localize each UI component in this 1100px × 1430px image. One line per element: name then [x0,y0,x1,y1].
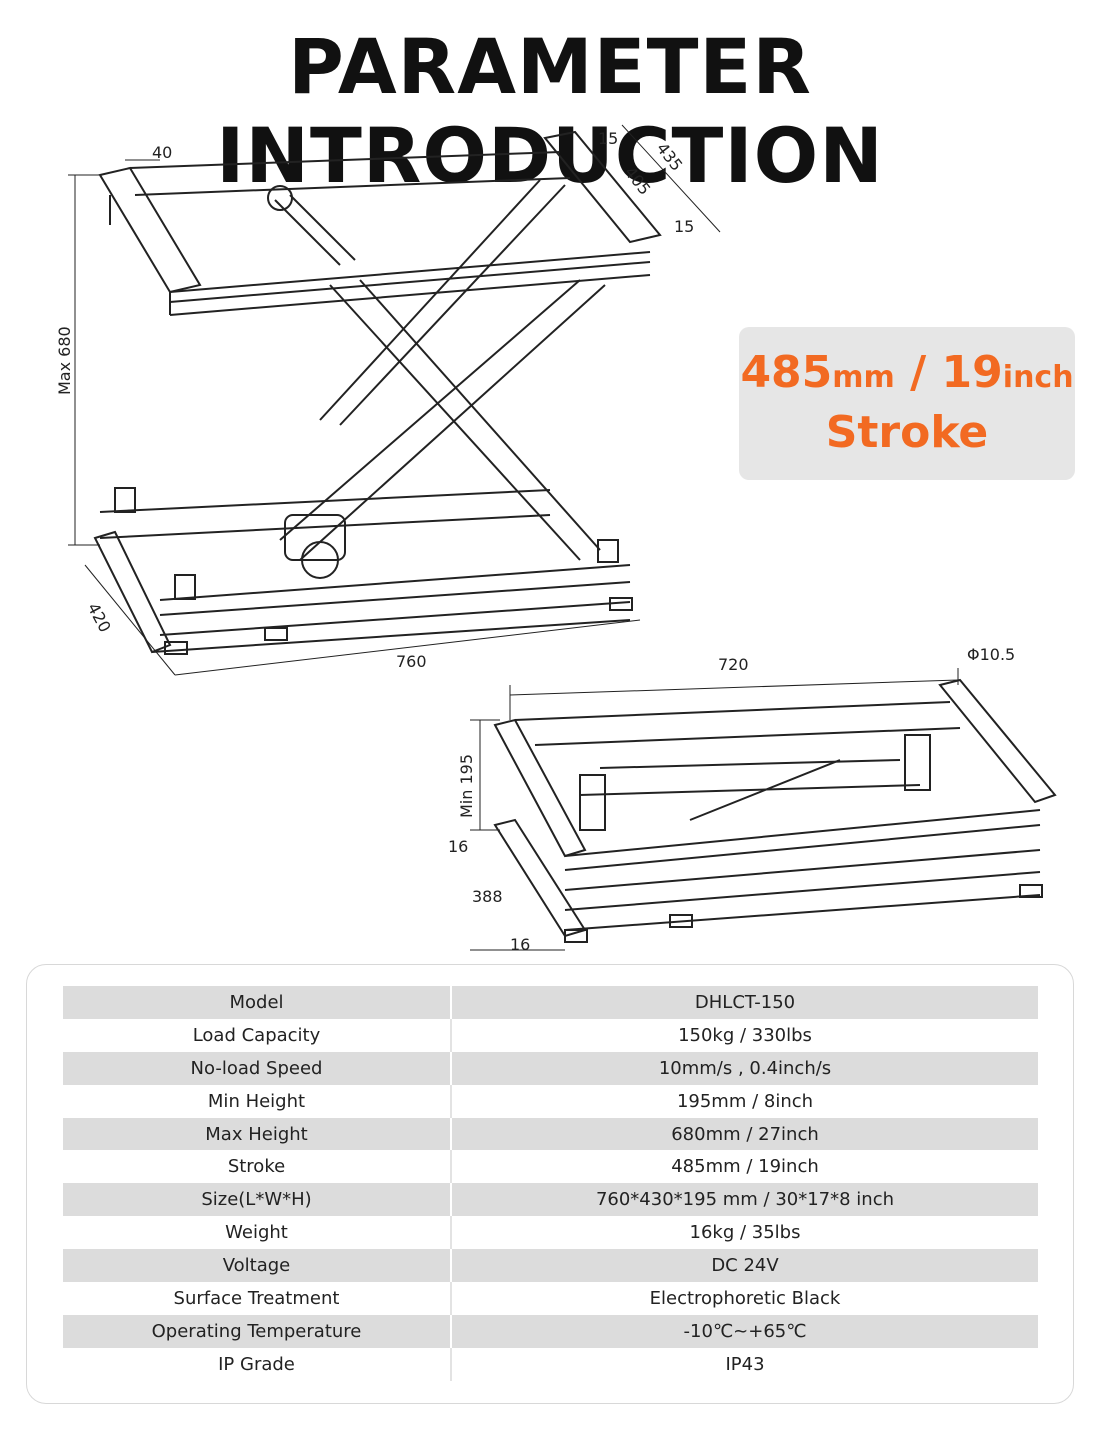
spec-label: IP Grade [63,1347,452,1381]
spec-label: Load Capacity [63,1018,452,1052]
spec-value: 760*430*195 mm / 30*17*8 inch [451,1183,1038,1217]
dim-40: 40 [152,143,172,162]
spec-value: DHLCT-150 [451,986,1038,1019]
page-title: PARAMETER INTRODUCTION [216,22,884,200]
table-row: Operating Temperature-10℃~+65℃ [63,1314,1038,1348]
spec-value: 680mm / 27inch [451,1117,1038,1151]
stroke-mm-unit: mm [832,360,895,395]
dim-16-bottom: 16 [510,935,530,954]
spec-value: 150kg / 330lbs [451,1018,1038,1052]
stroke-label: Stroke [825,407,989,458]
spec-label: Max Height [63,1117,452,1151]
dim-min-195: Min 195 [457,754,476,818]
spec-label: Voltage [63,1249,452,1283]
stroke-inch-value: 19 [941,347,1003,398]
spec-value: 195mm / 8inch [451,1084,1038,1118]
spec-value: DC 24V [451,1249,1038,1283]
spec-label: Model [63,986,452,1019]
spec-value: Electrophoretic Black [451,1282,1038,1315]
table-row: Size(L*W*H)760*430*195 mm / 30*17*8 inch [63,1183,1038,1217]
spec-label: Size(L*W*H) [63,1183,452,1217]
stroke-separator: / [894,347,942,398]
stroke-value: 485mm / 19inch [739,347,1075,398]
spec-value: 16kg / 35lbs [451,1216,1038,1250]
dim-16-top: 16 [448,837,468,856]
dim-hole-diameter: Φ10.5 [967,645,1015,664]
dim-720: 720 [718,655,749,674]
lift-lowered-drawing: 720 Φ10.5 Min 195 16 388 16 [448,645,1057,954]
dim-420: 420 [84,600,115,636]
dim-15-top: 15 [598,129,618,148]
spec-label: No-load Speed [63,1051,452,1085]
dim-760: 760 [396,652,427,671]
dim-388: 388 [472,887,503,906]
dim-max-680: Max 680 [55,326,74,395]
spec-value: IP43 [451,1347,1038,1381]
spec-label: Operating Temperature [63,1314,452,1348]
spec-value: 485mm / 19inch [451,1150,1038,1184]
lift-raised-drawing: 40 15 405 435 15 Max 680 420 760 [55,124,721,676]
spec-label: Min Height [63,1084,452,1118]
stroke-callout: 485mm / 19inch Stroke [739,327,1075,480]
spec-value: -10℃~+65℃ [451,1314,1038,1348]
stroke-inch-unit: inch [1002,360,1074,395]
dim-435: 435 [653,139,687,175]
stroke-mm-value: 485 [740,347,833,398]
dim-15-bottom: 15 [674,217,694,236]
spec-value: 10mm/s , 0.4inch/s [451,1051,1038,1085]
spec-label: Stroke [63,1150,452,1184]
spec-label: Surface Treatment [63,1282,452,1315]
spec-label: Weight [63,1216,452,1250]
